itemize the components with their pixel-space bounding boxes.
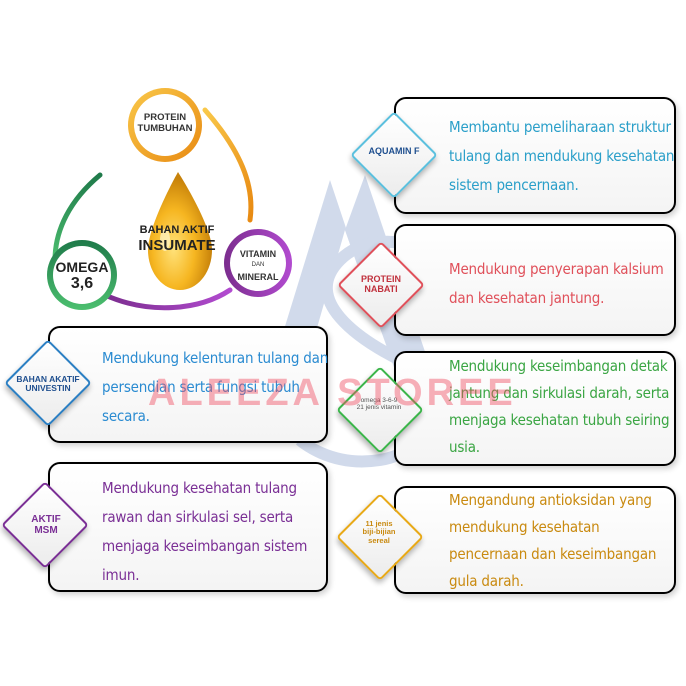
- omega-circle: [47, 240, 117, 310]
- card-aquamin: [394, 97, 676, 214]
- omega-circle-label: OMEGA 3,6: [46, 259, 118, 293]
- diamond-text: UNIVESTIN: [25, 383, 71, 394]
- card-biji-bijian: [394, 486, 676, 594]
- card-text-msm: Mendukung kesehatan tulang rawan dan sir…: [102, 474, 307, 590]
- card-line: menjaga kesehatan tubuh seiring: [449, 411, 670, 429]
- card-line: Mendukung keseimbangan detak: [449, 357, 668, 375]
- card-line: usia.: [449, 438, 480, 456]
- diamond-text: PROTEIN: [360, 274, 401, 284]
- brand-label: INSUMATE: [138, 237, 216, 254]
- card-line: pencernaan dan keseimbangan: [449, 545, 657, 563]
- card-line: Membantu pemeliharaan struktur: [449, 118, 671, 136]
- vitamin-circle: [224, 229, 292, 297]
- card-line: gula darah.: [449, 572, 524, 590]
- card-text-omega-369: Mendukung keseimbangan detak jantung dan…: [449, 353, 670, 461]
- card-msm: [48, 462, 328, 592]
- diamond-label-msm: AKTIF MSM: [0, 514, 96, 536]
- diamond-text: AQUAMIN F: [368, 146, 420, 156]
- card-line: mendukung kesehatan: [449, 518, 600, 536]
- diamond-label-biji-bijian: 11 jenis biji-bijian sereal: [330, 519, 428, 545]
- card-line: imun.: [102, 566, 140, 584]
- omega-line1: OMEGA: [55, 259, 109, 275]
- card-line: tulang dan mendukung kesehatan: [449, 147, 675, 165]
- protein-line1: PROTEIN: [143, 112, 187, 123]
- card-text-univestin: Mendukung kelenturan tulang dan persendi…: [102, 344, 328, 431]
- card-omega-369: [394, 351, 676, 466]
- diamond-label-univestin: BAHAN AKATIF UNIVESTIN: [0, 374, 98, 394]
- diamond-text: BAHAN AKATIF: [16, 374, 80, 384]
- card-line: jantung dan sirkulasi darah, serta: [449, 384, 670, 402]
- card-line: rawan dan sirkulasi sel, serta: [102, 508, 294, 526]
- card-line: Mendukung kesehatan tulang: [102, 479, 297, 497]
- diamond-label-aquamin: AQUAMIN F: [346, 146, 442, 157]
- diamond-text: AKTIF: [31, 514, 61, 525]
- diamond-text: omega 3-6-9: [360, 397, 398, 404]
- card-line: secara.: [102, 407, 150, 425]
- protein-circle: [128, 88, 202, 162]
- card-line: sistem pencernaan.: [449, 176, 579, 194]
- watermark-text: ALEEZA STOREE: [148, 372, 517, 414]
- card-protein-nabati: [394, 224, 676, 336]
- omega-line2: 3,6: [70, 275, 94, 293]
- diamond-text: biji-bijian: [362, 527, 396, 537]
- card-univestin: [48, 326, 328, 443]
- diamond-text: sereal: [368, 535, 390, 545]
- card-text-protein-nabati: Mendukung penyerapan kalsium dan kesehat…: [449, 255, 664, 313]
- diamond-text: 11 jenis: [365, 519, 393, 528]
- drop-icon: [148, 172, 212, 290]
- card-line: Mengandung antioksidan yang: [449, 491, 652, 509]
- vitamin-line3: MINERAL: [237, 272, 279, 283]
- diamond-label-omega-369: omega 3-6-9 21 jenis vitamin: [330, 397, 428, 411]
- diamond-text: 21 jenis vitamin: [356, 404, 402, 412]
- card-line: Mendukung penyerapan kalsium: [449, 260, 664, 278]
- card-line: persendian serta fungsi tubuh: [102, 378, 300, 396]
- bahan-aktif-label: BAHAN AKTIF: [139, 224, 215, 236]
- center-label: BAHAN AKTIF INSUMATE: [122, 224, 232, 254]
- diamond-label-protein-nabati: PROTEIN NABATI: [333, 274, 429, 295]
- card-line: dan kesehatan jantung.: [449, 289, 605, 307]
- card-text-aquamin: Membantu pemeliharaan struktur tulang da…: [449, 113, 674, 200]
- protein-line2: TUMBUHAN: [137, 122, 193, 134]
- card-line: Mendukung kelenturan tulang dan: [102, 349, 329, 367]
- vitamin-circle-label: VITAMIN DAN MINERAL: [226, 249, 290, 283]
- vitamin-line1: VITAMIN: [239, 249, 277, 259]
- card-line: menjaga keseimbangan sistem: [102, 537, 308, 555]
- protein-circle-label: PROTEIN TUMBUHAN: [128, 112, 202, 135]
- vitamin-line2: DAN: [251, 262, 265, 269]
- card-text-biji-bijian: Mengandung antioksidan yang mendukung ke…: [449, 487, 656, 595]
- diamond-text: NABATI: [364, 283, 398, 294]
- diamond-text: MSM: [34, 525, 58, 536]
